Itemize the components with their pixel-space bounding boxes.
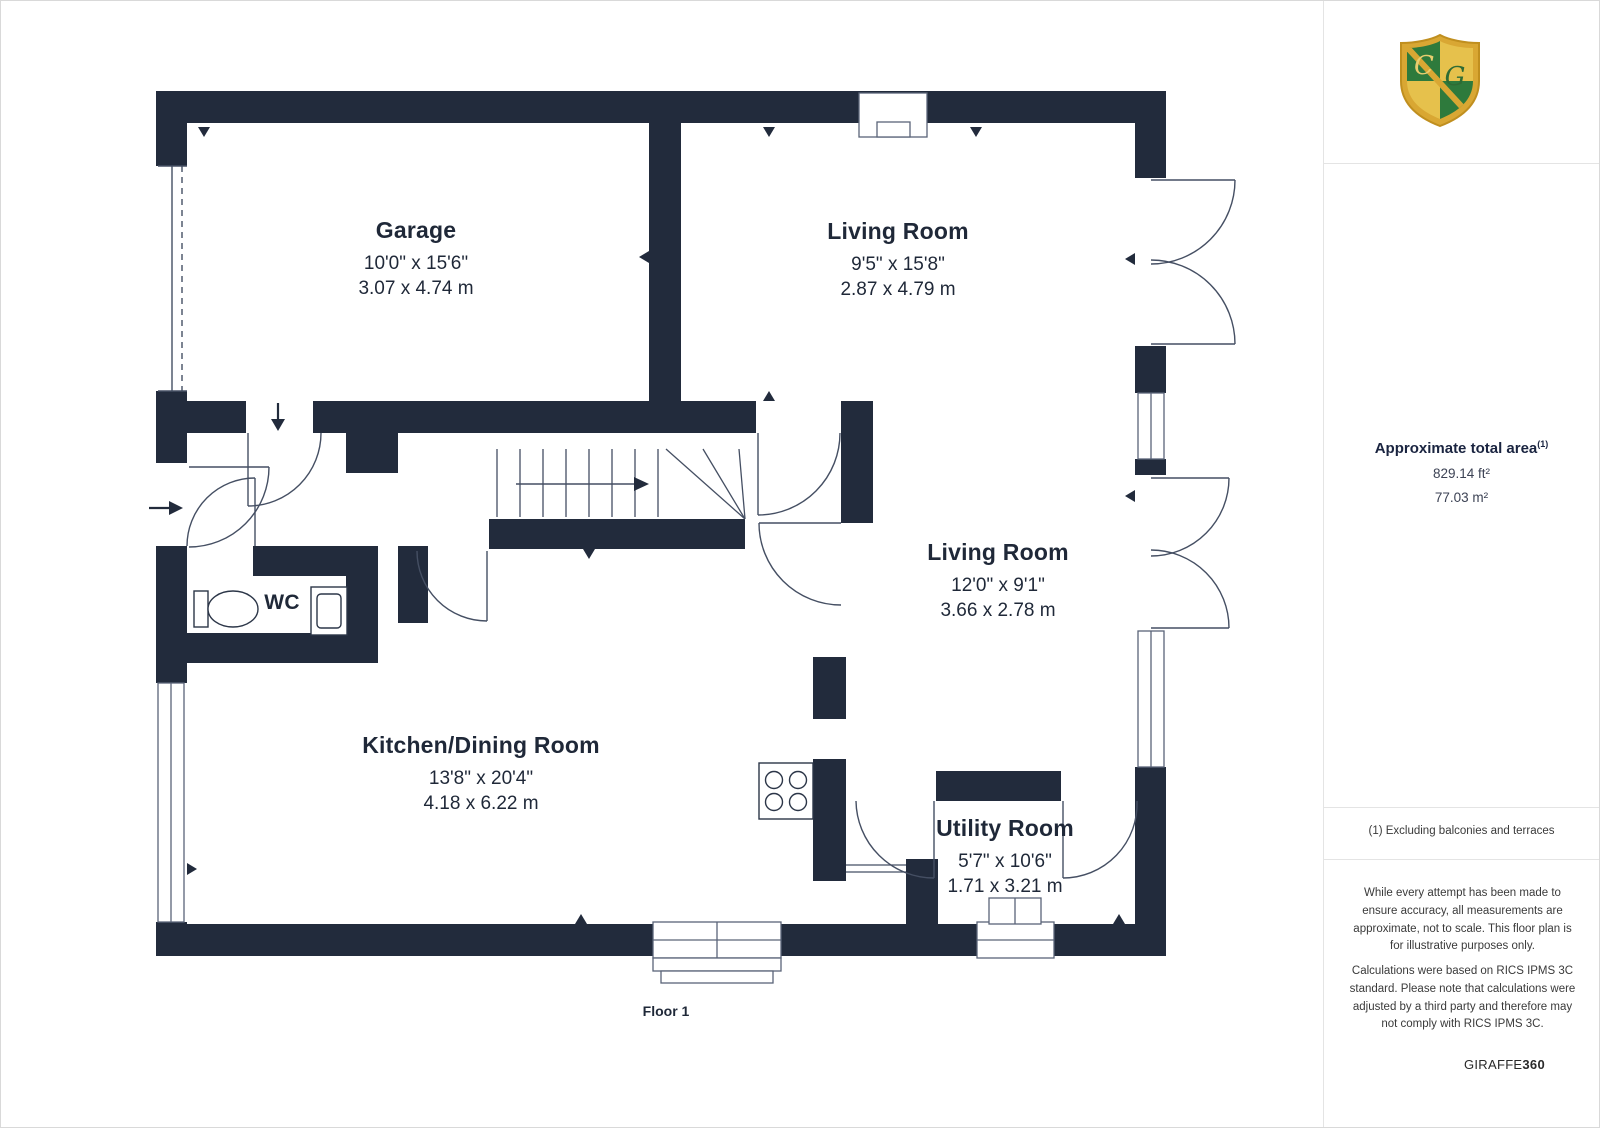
total-area-title-text: Approximate total area bbox=[1374, 440, 1538, 457]
room-label-utility: Utility Room 5'7" x 10'6" 1.71 x 3.21 m bbox=[835, 815, 1175, 899]
room-label-wc: WC bbox=[247, 591, 317, 615]
calculations-disclaimer: Calculations were based on RICS IPMS 3C … bbox=[1349, 965, 1576, 1031]
floor-label: Floor 1 bbox=[642, 1003, 690, 1019]
stairs-direction-arrow bbox=[634, 477, 649, 491]
total-area-m: 77.03 m² bbox=[1434, 490, 1489, 505]
divider bbox=[1324, 807, 1599, 808]
room-dims-imperial: 10'0" x 15'6" bbox=[363, 253, 469, 274]
garage-door bbox=[158, 165, 187, 392]
room-name: Living Room bbox=[927, 539, 1069, 565]
walls bbox=[156, 91, 1166, 956]
floor-plan: Garage 10'0" x 15'6" 3.07 x 4.74 m Livin… bbox=[1, 1, 1323, 1129]
entry-arrow-icon bbox=[149, 501, 183, 515]
brand-suffix: 360 bbox=[1522, 1057, 1545, 1072]
room-dims-metric: 2.87 x 4.79 m bbox=[840, 279, 956, 300]
room-name: WC bbox=[264, 591, 300, 614]
room-label-garage: Garage 10'0" x 15'6" 3.07 x 4.74 m bbox=[246, 217, 586, 301]
floor-plan-drawing bbox=[149, 91, 1236, 984]
crest-letter-c: C bbox=[1414, 51, 1434, 81]
utility-partition bbox=[846, 864, 906, 873]
room-dims-metric: 3.07 x 4.74 m bbox=[358, 278, 474, 299]
room-name: Utility Room bbox=[936, 815, 1074, 841]
room-label-living-room-mid: Living Room 12'0" x 9'1" 3.66 x 2.78 m bbox=[828, 539, 1168, 623]
down-arrow-icon bbox=[271, 403, 285, 431]
area-footnote: (1) Excluding balconies and terraces bbox=[1368, 825, 1555, 837]
room-dims-metric: 1.71 x 3.21 m bbox=[947, 876, 1063, 897]
toilet-cistern bbox=[193, 590, 209, 628]
stairs bbox=[496, 448, 746, 520]
room-dims-metric: 3.66 x 2.78 m bbox=[940, 600, 1056, 621]
room-dims-imperial: 9'5" x 15'8" bbox=[851, 254, 945, 275]
camera-markers bbox=[187, 127, 1135, 924]
brand-name: GIRAFFE bbox=[1463, 1057, 1523, 1072]
room-name: Kitchen/Dining Room bbox=[362, 732, 600, 758]
door-swings bbox=[186, 179, 1236, 879]
giraffe360-brand: GIRAFFE360 bbox=[1464, 1057, 1545, 1072]
fixtures bbox=[193, 586, 814, 820]
room-dims-metric: 4.18 x 6.22 m bbox=[423, 793, 539, 814]
total-area-superscript: (1) bbox=[1537, 439, 1549, 449]
room-label-living-room-top: Living Room 9'5" x 15'8" 2.87 x 4.79 m bbox=[728, 218, 1068, 302]
windows bbox=[157, 92, 1165, 984]
total-area-block: Approximate total area(1) 829.14 ft² 77.… bbox=[1324, 439, 1599, 505]
room-dims-imperial: 12'0" x 9'1" bbox=[951, 575, 1045, 596]
room-name: Living Room bbox=[827, 218, 969, 244]
hob bbox=[758, 762, 814, 820]
info-sidebar: C G Approximate total area(1) 829.14 ft²… bbox=[1323, 1, 1599, 1127]
agency-crest-logo: C G bbox=[1400, 33, 1480, 128]
room-dims-imperial: 13'8" x 20'4" bbox=[428, 768, 534, 789]
room-dims-imperial: 5'7" x 10'6" bbox=[958, 851, 1052, 872]
crest-letter-g: G bbox=[1445, 62, 1466, 92]
room-label-kitchen-dining: Kitchen/Dining Room 13'8" x 20'4" 4.18 x… bbox=[311, 732, 651, 816]
divider bbox=[1324, 859, 1599, 860]
accuracy-disclaimer: While every attempt has been made to ens… bbox=[1353, 887, 1572, 953]
total-area-title: Approximate total area(1) bbox=[1324, 439, 1599, 457]
toilet-bowl bbox=[207, 590, 259, 628]
room-name: Garage bbox=[375, 217, 457, 243]
total-area-ft: 829.14 ft² bbox=[1432, 466, 1491, 481]
divider bbox=[1324, 163, 1599, 164]
